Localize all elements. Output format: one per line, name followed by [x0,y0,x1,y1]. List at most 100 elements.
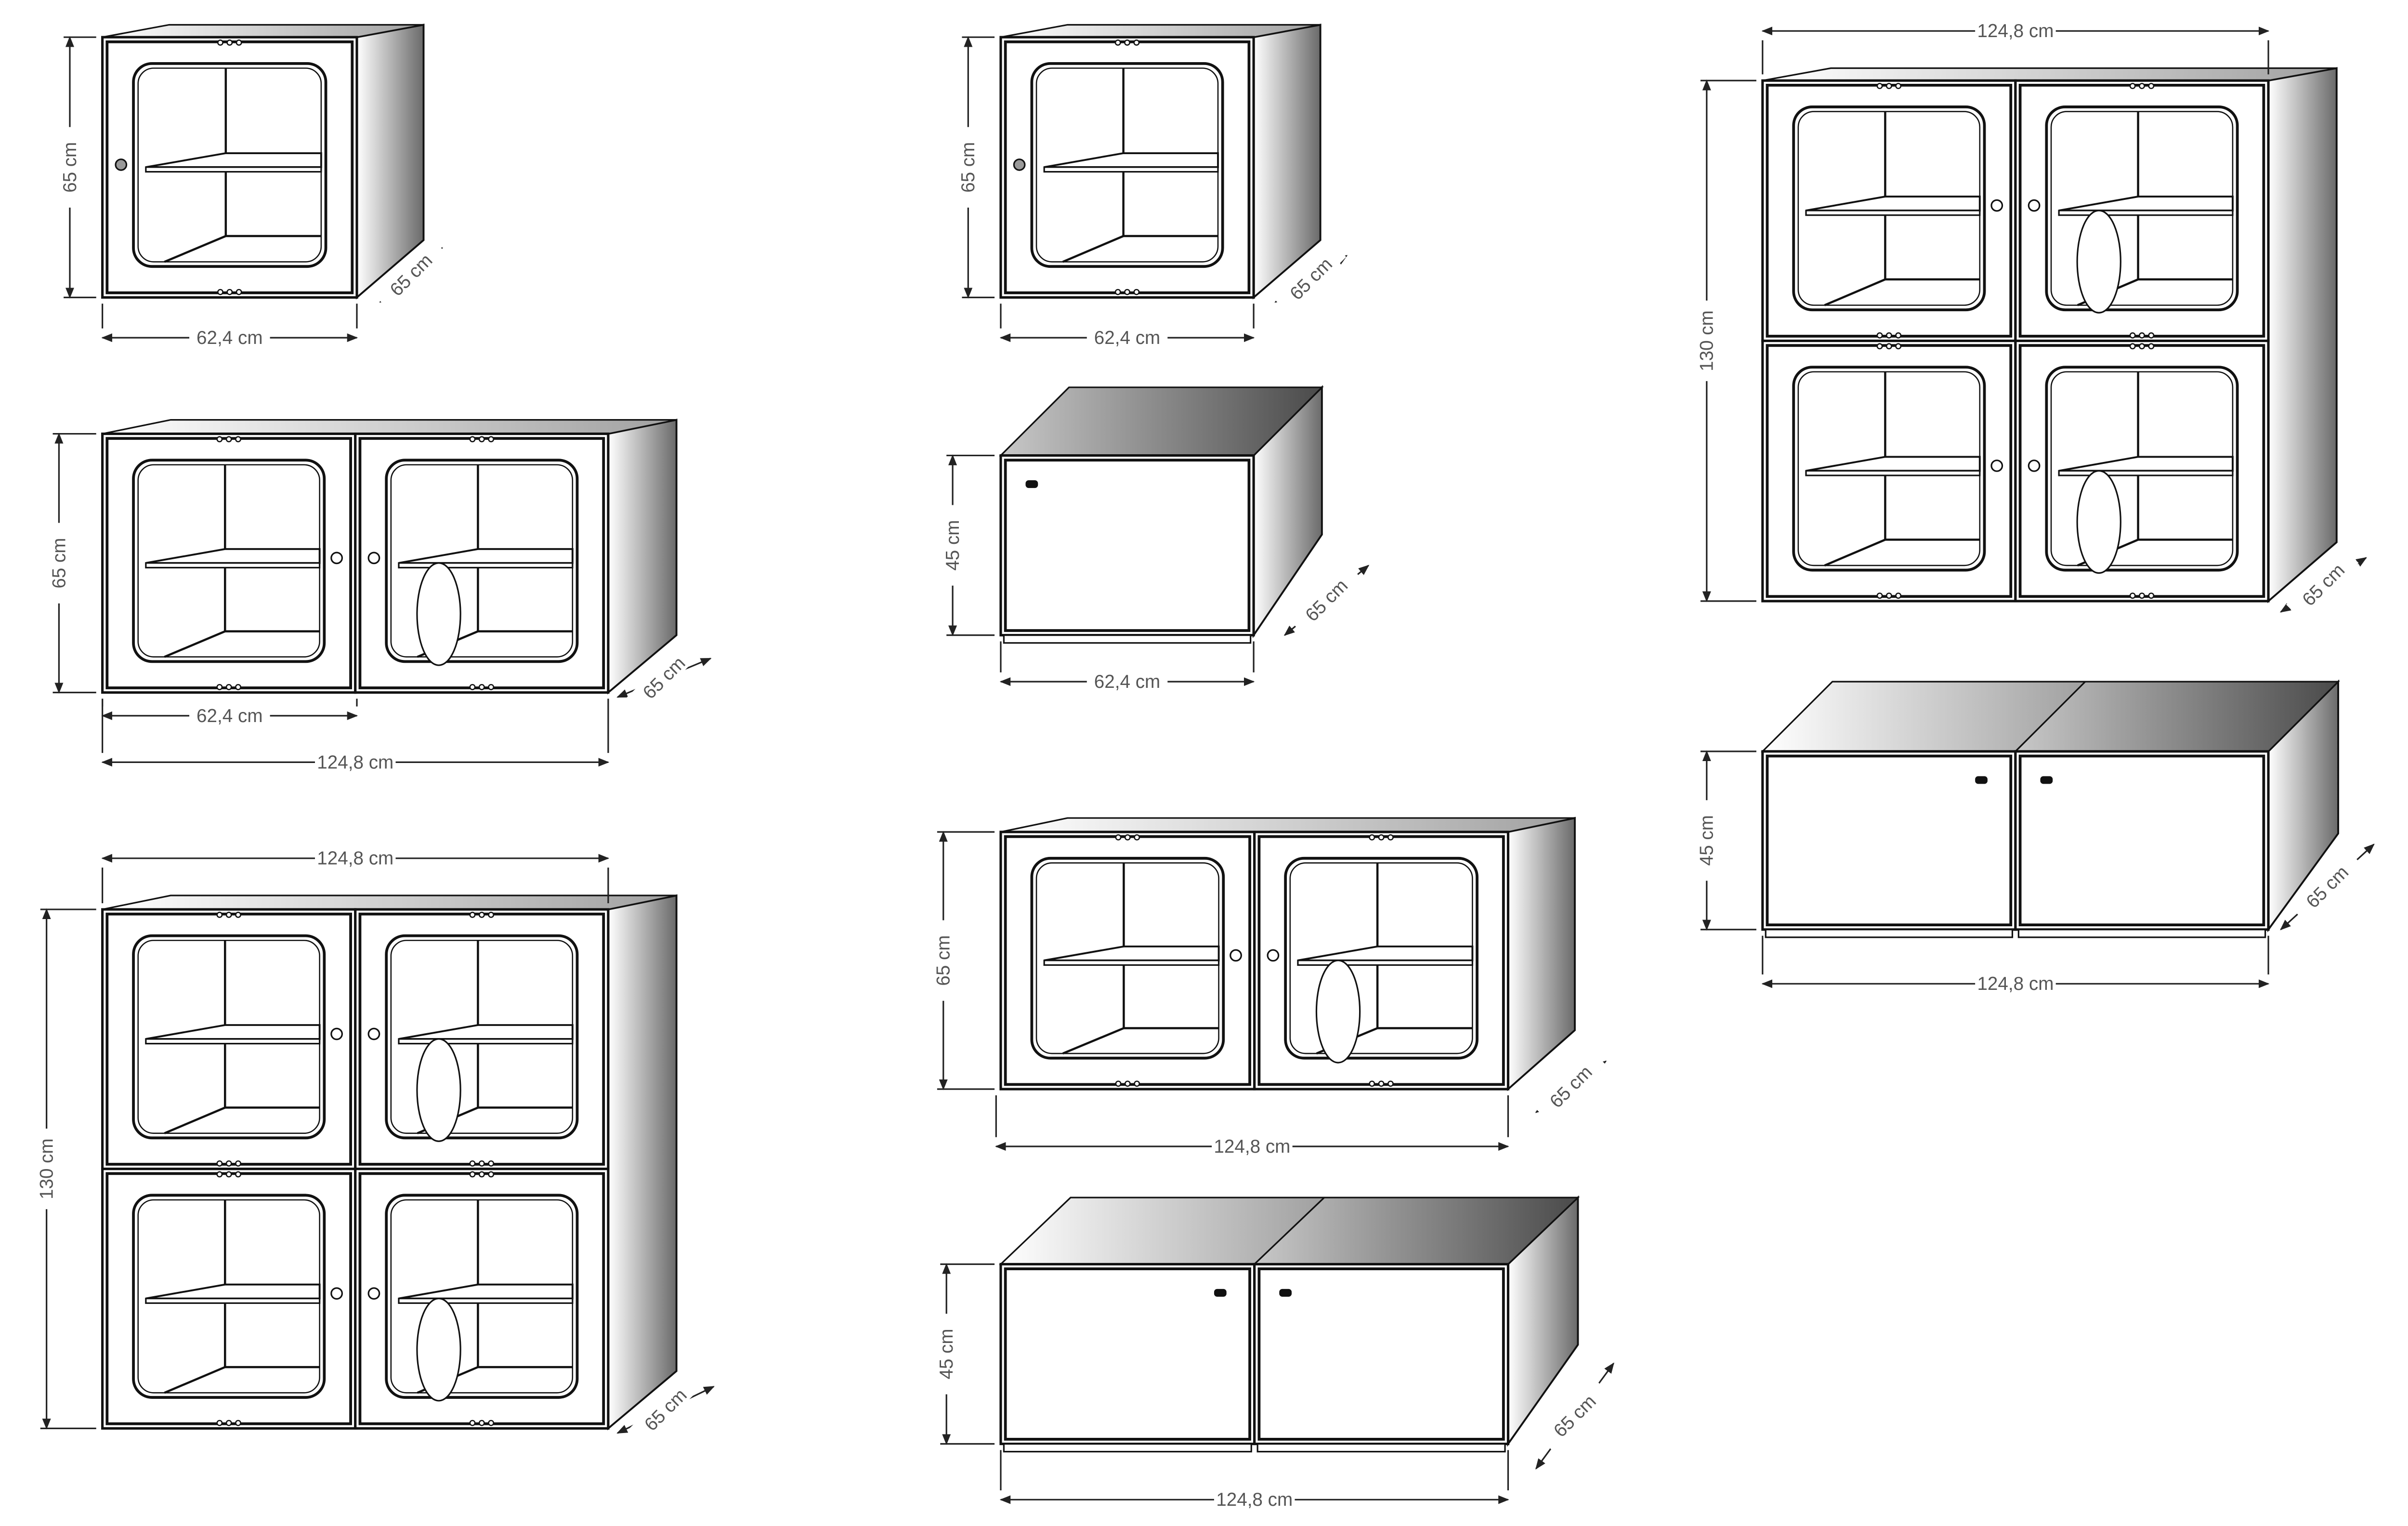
glass-door-module [101,432,357,694]
vent-hole-icon [2129,332,2136,339]
door-lock-icon [115,158,128,171]
depth-dimension-label-bg [627,640,699,713]
lock-icon [1025,480,1038,488]
shelf-edge [398,1038,574,1045]
glass-window [385,459,579,663]
door-lock-icon [1013,158,1026,171]
door-handle-icon [1990,199,2003,212]
glass-window [1030,856,1225,1060]
width-dimension-label: 124,8 cm [1977,973,2054,994]
vent-hole-icon [235,1420,241,1426]
vent-hole-icon [478,1171,485,1178]
glass-window [1792,366,1986,572]
plinth [1765,929,2014,938]
vent-hole-icon [1134,834,1140,841]
cable-porthole [416,562,461,666]
door-handle-icon [1267,949,1280,962]
vent-hole-icon [2148,83,2155,89]
vent-hole-icon [1876,332,1883,339]
height-dimension-label-bg [940,505,962,586]
door-handle-icon [1990,460,2003,472]
vent-hole-icon [225,1420,232,1426]
lock-icon [1279,1289,1292,1297]
glass-window [132,934,326,1140]
vent-hole-icon [469,1420,476,1426]
vent-hole-icon [235,684,241,690]
depth-dimension-label-bg [1533,1049,1606,1122]
door-frame [999,1263,1256,1446]
cabinet-side-face [2267,67,2338,604]
vent-hole-icon [225,684,232,690]
door-panel [1004,459,1251,632]
vent-hole-icon [478,1160,485,1167]
vent-hole-icon [235,436,241,443]
height-dimension-label-bg [1694,800,1716,881]
cabinet-top-face [102,895,677,910]
vent-hole-icon [2148,343,2155,350]
floor-line [164,630,320,658]
door-panel [1257,1267,1505,1441]
height-dimension-label: 45 cm [942,520,963,571]
vent-hole-icon [1378,834,1385,841]
vent-hole-icon [488,436,495,443]
shelf-edge [145,562,321,569]
vent-hole-icon [1133,289,1140,295]
vent-hole-icon [236,39,242,46]
width-dimension-label: 62,4 cm [1094,328,1160,348]
vent-hole-icon [478,1420,485,1426]
cable-porthole [1315,960,1361,1064]
vent-hole-icon [216,911,223,918]
floor-line [1062,1027,1219,1055]
lock-icon [1214,1289,1227,1297]
vent-hole-icon [1876,592,1883,599]
shelf-edge [1043,960,1220,966]
glass-window [2045,105,2239,312]
door-handle-icon [330,552,343,565]
glass-door-module [101,1168,357,1430]
vent-hole-icon [1124,1080,1131,1087]
door-panel [2018,754,2265,926]
height-dimension-label: 130 cm [37,1138,57,1199]
vent-hole-icon [469,1171,476,1178]
height-dimension-label: 65 cm [933,935,954,986]
depth-dimension-label-bg [374,237,446,310]
vent-hole-icon [488,911,495,918]
vent-hole-icon [1895,332,1902,339]
vent-hole-icon [2148,332,2155,339]
glass-window [132,62,327,268]
vent-hole-icon [2129,343,2136,350]
vent-hole-icon [225,436,232,443]
cable-porthole [2076,470,2121,574]
vent-hole-icon [235,911,241,918]
shelf-edge [145,166,322,173]
vent-hole-icon [225,911,232,918]
solid-door-module [999,1263,1256,1453]
vent-hole-icon [225,1160,232,1167]
solid-door-module [1253,1263,1510,1453]
floor-line [1062,235,1218,263]
vent-hole-icon [1895,83,1902,89]
plinth [1003,1443,1252,1453]
height-dimension-label-bg [57,127,79,208]
depth-dimension-label-bg [2290,849,2363,922]
vent-hole-icon [478,436,485,443]
width-dimension-label: 124,8 cm [317,848,393,869]
glass-door-module [101,36,358,299]
vent-hole-icon [1115,1080,1122,1087]
vent-hole-icon [216,1420,223,1426]
plinth [2017,929,2266,938]
width-dimension-label-bg [314,750,396,772]
door-handle-icon [367,1027,380,1040]
width-dimension-label: 62,4 cm [196,706,262,726]
vent-hole-icon [2129,83,2136,89]
vent-hole-icon [1876,83,1883,89]
cabinet-top-face [1762,67,2337,81]
vent-hole-icon [488,1420,495,1426]
vent-hole-icon [235,1160,241,1167]
glass-door-module [354,908,610,1171]
